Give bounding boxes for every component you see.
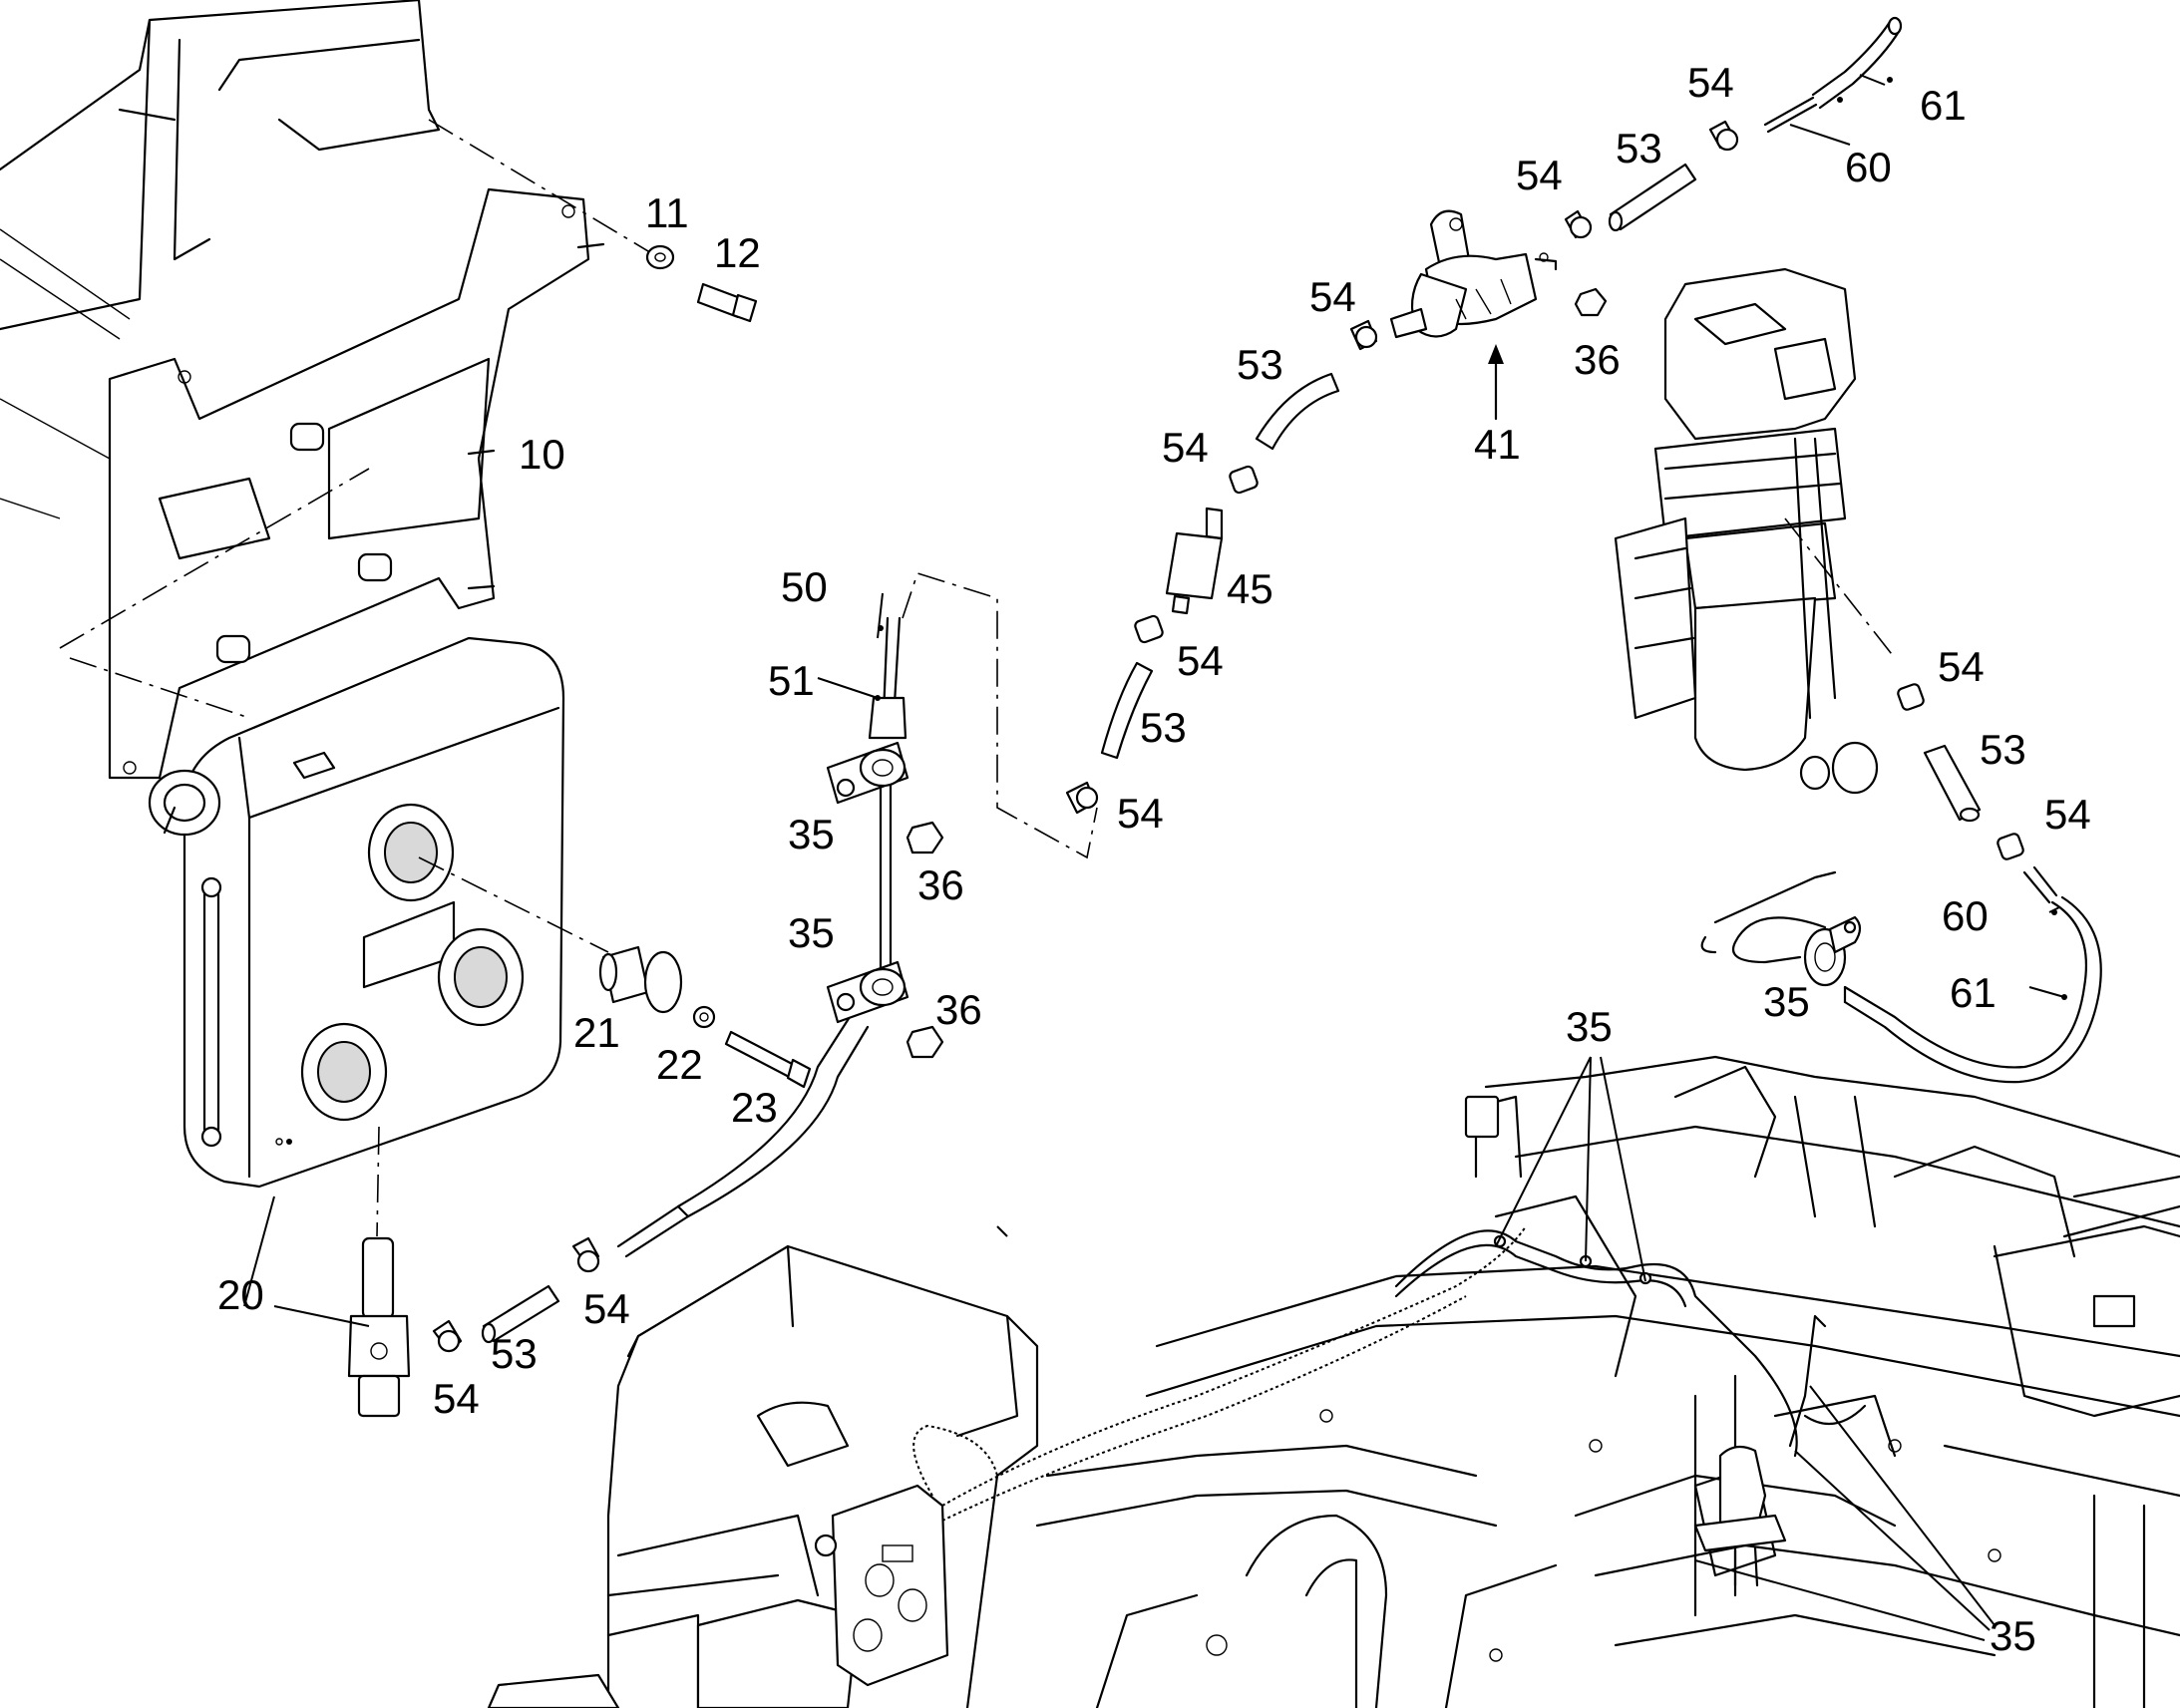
callout-35-lower-clamp: 35 [788, 909, 835, 956]
upper-hose-assembly [1564, 16, 1903, 239]
marker-dot [878, 625, 884, 631]
callout-labels: 10 11 12 20 21 22 23 35 35 35 35 35 36 3… [217, 59, 2091, 1659]
callout-22: 22 [656, 1041, 703, 1088]
return-line [1700, 683, 2102, 1084]
centerline [428, 119, 659, 258]
callout-35-right-clamp: 35 [1763, 978, 1810, 1025]
callout-54-g: 54 [1516, 152, 1563, 198]
marker-dot [2051, 909, 2057, 915]
fuel-line-routing [912, 1225, 1867, 1587]
sender-fitting [347, 1236, 411, 1418]
callout-60-right: 60 [1942, 892, 1989, 939]
callout-23: 23 [731, 1084, 778, 1131]
callout-45: 45 [1227, 565, 1273, 612]
marker-dot [2061, 994, 2067, 1000]
callout-53-upper: 53 [1237, 341, 1283, 388]
centerline [59, 468, 370, 649]
heater-unit [1614, 267, 1879, 795]
callout-54-j: 54 [2044, 791, 2091, 838]
callout-11: 11 [645, 189, 689, 236]
callout-51: 51 [768, 657, 815, 704]
callout-50: 50 [781, 563, 828, 610]
bolt-23 [724, 1030, 812, 1089]
supply-hose [616, 1015, 870, 1258]
spacer-21 [598, 945, 683, 1014]
bracket-plate [108, 187, 605, 780]
callout-35-frame-bottom: 35 [1990, 1612, 2036, 1659]
centerline [418, 856, 609, 953]
callout-36-lower: 36 [935, 986, 982, 1033]
callout-54-d: 54 [1177, 637, 1224, 684]
callout-54-e: 54 [1162, 424, 1209, 471]
callout-21: 21 [573, 1009, 620, 1056]
fuel-tank [148, 636, 565, 1189]
marker-dot [875, 695, 881, 701]
centerline [69, 657, 250, 719]
callout-60-top: 60 [1845, 144, 1892, 190]
washer-22 [692, 1005, 716, 1029]
filter-line [1065, 319, 1378, 815]
hose-clamps-bottom [432, 1236, 600, 1353]
callout-61-right: 61 [1950, 969, 1997, 1016]
marker-dot [1837, 97, 1843, 103]
callout-54-f: 54 [1309, 273, 1356, 320]
callout-54-i: 54 [1938, 643, 1985, 690]
callout-41: 41 [1474, 421, 1521, 468]
machine-cab-lower [487, 1244, 1039, 1708]
callout-20: 20 [217, 1271, 264, 1318]
callout-54-h: 54 [1687, 59, 1734, 106]
pickup-line [826, 616, 944, 1059]
centerline [1784, 517, 1896, 659]
cab-body-outline [0, 0, 441, 519]
chassis-frame [1035, 1055, 2180, 1708]
callout-61-top: 61 [1920, 82, 1967, 129]
washer-11 [645, 244, 675, 270]
dosing-pump [1389, 209, 1608, 421]
marker-dot [1887, 77, 1893, 83]
callout-54-a: 54 [433, 1375, 480, 1422]
bolt-12 [696, 282, 758, 323]
centerline [376, 1126, 380, 1237]
marker-dot [286, 1139, 292, 1145]
routing-path [902, 572, 1098, 859]
callout-35-frame-top: 35 [1566, 1003, 1613, 1050]
callout-10: 10 [519, 431, 565, 478]
callout-54-c: 54 [1117, 790, 1164, 837]
callout-12: 12 [714, 229, 761, 276]
callout-36-upper: 36 [917, 861, 964, 908]
callout-53-right: 53 [1980, 726, 2026, 773]
callout-53-top: 53 [1616, 125, 1662, 171]
callout-54-b: 54 [583, 1285, 630, 1332]
callout-36-pump: 36 [1574, 336, 1621, 383]
callout-53-mid: 53 [1140, 704, 1187, 751]
callout-35-upper-clamp: 35 [788, 811, 835, 857]
leader-lines [243, 74, 2065, 1641]
callout-53-bottom: 53 [491, 1330, 538, 1377]
